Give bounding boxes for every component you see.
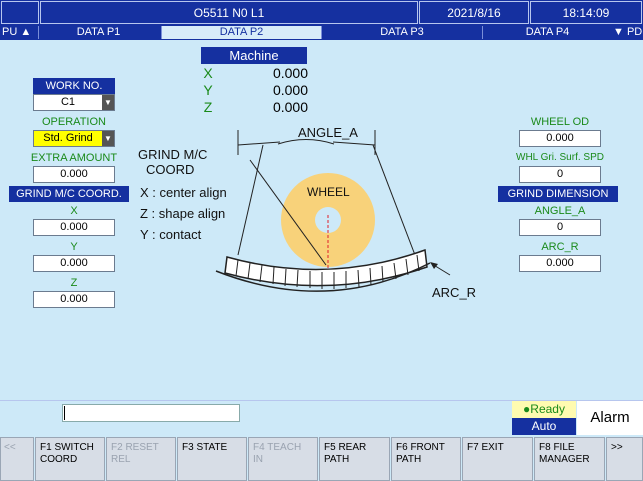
alarm-button[interactable]: Alarm <box>577 401 643 435</box>
fkey-label-line2: COORD <box>40 454 78 465</box>
arc-r-label: ARC_R <box>541 241 579 253</box>
machine-title: Machine <box>201 47 307 64</box>
machine-axis-z-label: Z <box>203 99 213 115</box>
time-display: 18:14:09 <box>530 1 642 24</box>
grind-coord-header: GRIND M/C COORD. <box>9 186 129 202</box>
page-up-button[interactable]: PU ▲ <box>2 26 32 38</box>
mode-indicator: Auto <box>512 418 576 435</box>
coord-y-label: Y <box>70 241 78 253</box>
f7-exit-button[interactable]: F7 EXIT <box>462 437 533 481</box>
f1-switch-coord-button[interactable]: F1 SWITCH COORD <box>35 437 105 481</box>
angle-a-label: ANGLE_A <box>534 205 586 217</box>
chevron-down-icon: ▼ <box>102 131 114 146</box>
operation-select[interactable]: Std. Grind ▼ <box>33 130 115 147</box>
coord-x-label: X <box>70 205 78 217</box>
tab-data-p4[interactable]: DATA P4 <box>482 26 612 39</box>
tab-data-p3[interactable]: DATA P3 <box>321 26 482 39</box>
tab-data-p2[interactable]: DATA P2 <box>161 26 321 39</box>
extra-amount-field[interactable]: 0.000 <box>33 166 115 183</box>
coord-y-field[interactable]: 0.000 <box>33 255 115 272</box>
date-display: 2021/8/16 <box>419 1 529 24</box>
fkey-label-line2: PATH <box>324 454 350 465</box>
work-no-label: WORK NO. <box>33 78 115 94</box>
diagram-coord-y-note: Y : contact <box>140 227 202 242</box>
fkey-label-line1: F5 REAR <box>324 442 367 453</box>
machine-axis-y-label: Y <box>203 82 213 98</box>
fkey-prev-page-button[interactable]: << <box>0 437 34 481</box>
f2-reset-rel-button[interactable]: F2 RESET REL <box>106 437 176 481</box>
angle-dimension-lines <box>237 130 416 256</box>
command-input[interactable] <box>62 404 240 422</box>
ready-indicator: ●Ready <box>512 401 576 418</box>
fkey-label-line1: F1 SWITCH <box>40 442 94 453</box>
f6-front-path-button[interactable]: F6 FRONT PATH <box>391 437 461 481</box>
machine-axis-z-value: 0.000 <box>272 99 308 115</box>
coord-z-field[interactable]: 0.000 <box>33 291 115 308</box>
f5-rear-path-button[interactable]: F5 REAR PATH <box>319 437 390 481</box>
page-down-button[interactable]: ▼ PD <box>613 26 643 38</box>
wheel-shape <box>281 173 375 271</box>
f4-teach-in-button[interactable]: F4 TEACH IN <box>248 437 318 481</box>
fkey-label-line1: F8 FILE <box>539 442 575 453</box>
input-caret <box>64 406 65 420</box>
fkey-next-page-button[interactable]: >> <box>606 437 643 481</box>
fkey-label-line1: F2 RESET <box>111 442 159 453</box>
fkey-label-line1: F4 TEACH IN <box>253 442 302 465</box>
coord-x-field[interactable]: 0.000 <box>33 219 115 236</box>
f8-file-manager-button[interactable]: F8 FILE MANAGER <box>534 437 605 481</box>
fkey-label-line2: MANAGER <box>539 454 590 465</box>
whl-surf-spd-label: WHL Gri. Surf. SPD <box>516 152 604 163</box>
operation-label: OPERATION <box>42 116 106 128</box>
workpiece-arc <box>215 248 431 292</box>
fkey-label-line1: F6 FRONT <box>396 442 445 453</box>
machine-axis-y-value: 0.000 <box>272 82 308 98</box>
arc-r-field[interactable]: 0.000 <box>519 255 601 272</box>
diagram-coord-title-line2: COORD <box>146 162 195 177</box>
program-number: O5511 N0 L1 <box>40 1 418 24</box>
diagram-angle-label: ANGLE_A <box>298 125 358 140</box>
machine-axis-x-value: 0.000 <box>272 65 308 81</box>
leader-lines <box>249 159 451 276</box>
diagram-wheel-label: WHEEL <box>307 185 350 199</box>
machine-axis-x-label: X <box>203 65 213 81</box>
wheel-od-field[interactable]: 0.000 <box>519 130 601 147</box>
diagram-coord-x-note: X : center align <box>140 185 227 200</box>
angle-a-field[interactable]: 0 <box>519 219 601 236</box>
operation-value: Std. Grind <box>43 132 93 144</box>
tab-data-p1[interactable]: DATA P1 <box>38 26 158 39</box>
grinding-diagram <box>215 130 451 292</box>
whl-surf-spd-field[interactable]: 0 <box>519 166 601 183</box>
diagram-coord-title-line1: GRIND M/C <box>138 147 208 162</box>
command-status-row <box>0 400 643 436</box>
fkey-label-line2: REL <box>111 454 131 465</box>
fkey-label-line2: PATH <box>396 454 422 465</box>
extra-amount-label: EXTRA AMOUNT <box>30 152 118 164</box>
coord-z-label: Z <box>70 277 78 289</box>
f3-state-button[interactable]: F3 STATE <box>177 437 247 481</box>
diagram-arc-label: ARC_R <box>432 285 477 300</box>
top-status-cell-blank <box>1 1 39 24</box>
work-no-value: C1 <box>60 96 76 108</box>
wheel-od-label: WHEEL OD <box>530 116 590 128</box>
fkey-label-line1: F3 STATE <box>182 442 228 453</box>
fkey-label-line1: F7 EXIT <box>467 442 504 453</box>
grind-dimension-header: GRIND DIMENSION <box>498 186 618 202</box>
chevron-down-icon: ▼ <box>102 95 114 110</box>
diagram-coord-z-note: Z : shape align <box>140 206 226 221</box>
work-no-select[interactable]: C1 ▼ <box>33 94 115 111</box>
